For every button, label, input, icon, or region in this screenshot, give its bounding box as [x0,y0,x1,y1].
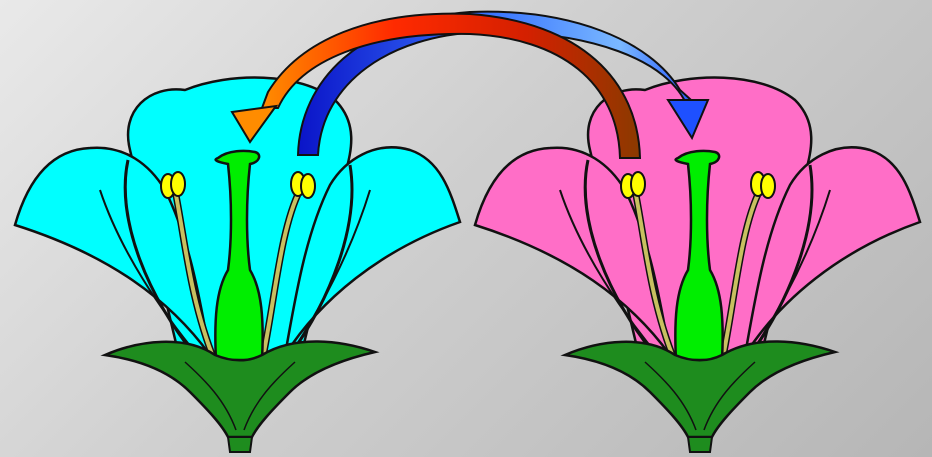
left-flower-body [15,78,460,452]
right-flower [475,78,920,452]
left-flower [15,78,460,452]
right-flower-body [475,78,920,452]
